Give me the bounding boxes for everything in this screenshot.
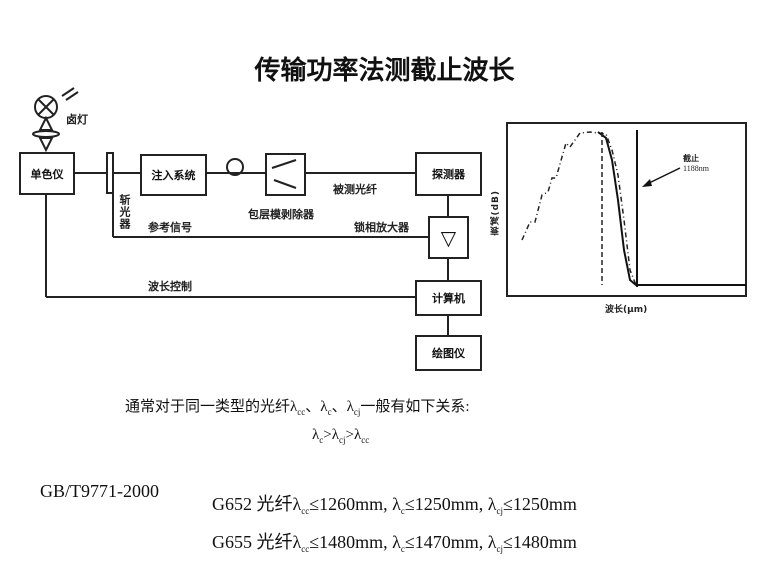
- sep: 、λ: [331, 399, 354, 415]
- fiber-loop-icon: [226, 158, 244, 176]
- series-dashed-curve: [521, 131, 746, 286]
- c-value: ≤1250mm, λ: [404, 494, 497, 514]
- g652-spec: G652 光纤λcc≤1260mm, λc≤1250mm, λcj≤1250mm: [212, 490, 577, 516]
- monochromator-box: 单色仪: [19, 152, 75, 195]
- cladding-stripper-box: [265, 153, 306, 196]
- gt: >λ: [345, 427, 362, 443]
- sep: 、λ: [305, 399, 328, 415]
- intro-text: 通常对于同一类型的光纤λ: [125, 399, 298, 415]
- sub-cc: cc: [301, 506, 310, 516]
- sub-cj: cj: [496, 544, 503, 554]
- plotter-box: 绘图仪: [415, 335, 482, 371]
- sub-cj: cj: [496, 506, 503, 516]
- sub-cj: cj: [353, 407, 361, 417]
- computer-box: 计算机: [415, 280, 482, 316]
- sub-c: c: [400, 544, 405, 554]
- gt: >λ: [323, 427, 340, 443]
- chopper-icon: [106, 152, 114, 194]
- lens-icon: [32, 130, 60, 138]
- page-title: 传输功率法测截止波长: [254, 56, 515, 86]
- annotation-label: 截止: [683, 154, 699, 163]
- sub-cc: cc: [361, 435, 370, 445]
- sub-cc: cc: [297, 407, 306, 417]
- detector-box: 探测器: [415, 152, 482, 196]
- relation-intro: 通常对于同一类型的光纤λcc、λc、λcj一般有如下关系:: [125, 395, 470, 417]
- amplifier-triangle-icon: ▽: [440, 225, 457, 250]
- amplifier-box: ▽: [428, 216, 469, 259]
- sub-c: c: [327, 407, 332, 417]
- injection-system-box: 注入系统: [140, 154, 207, 196]
- chart-frame: [506, 122, 747, 297]
- cj-value: ≤1480mm: [502, 532, 577, 552]
- annotation-value: 1188nm: [683, 164, 709, 173]
- fiber-label: 被测光纤: [333, 183, 377, 196]
- stripper-label: 包层模剥除器: [248, 208, 314, 221]
- relation-formula: λc>λcj>λcc: [312, 427, 369, 445]
- fiber: G652 光纤λ: [212, 494, 302, 514]
- chart-ylabel: 衰减(dB): [491, 190, 501, 236]
- cutoff-chart: [506, 122, 747, 297]
- g655-spec: G655 光纤λcc≤1480mm, λc≤1470mm, λcj≤1480mm: [212, 528, 577, 554]
- intro-suffix: 一般有如下关系:: [360, 399, 470, 415]
- cj-value: ≤1250mm: [502, 494, 577, 514]
- sub-cj: cj: [339, 435, 346, 445]
- fiber: G655 光纤λ: [212, 532, 302, 552]
- cc-value: ≤1260mm, λ: [309, 494, 401, 514]
- reference-signal-label: 参考信号: [148, 221, 192, 234]
- lambda: λ: [312, 427, 320, 443]
- lockin-label: 锁相放大器: [354, 221, 409, 234]
- series-solid-curve: [597, 131, 746, 286]
- standard-label: GB/T9771-2000: [40, 481, 159, 501]
- cc-value: ≤1480mm, λ: [309, 532, 401, 552]
- sub-cc: cc: [301, 544, 310, 554]
- c-value: ≤1470mm, λ: [404, 532, 497, 552]
- chart-xlabel: 波长(μm): [605, 305, 648, 315]
- sub-c: c: [319, 435, 324, 445]
- chopper-label: 斩光器: [118, 194, 131, 230]
- sub-c: c: [400, 506, 405, 516]
- wavelength-control-label: 波长控制: [148, 280, 192, 293]
- lamp-label: 卤灯: [66, 113, 88, 126]
